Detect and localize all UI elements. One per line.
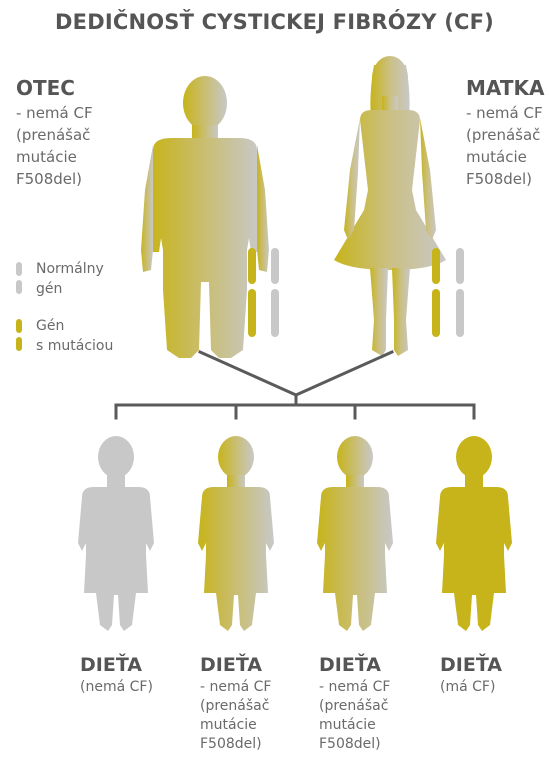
- father-label: OTEC - nemá CF (prenášač mutácie F508del…: [16, 74, 93, 190]
- child-3-line-4: F508del): [319, 735, 390, 754]
- normal-gene-icon-lower: [16, 280, 22, 294]
- child-4-line-1: (má CF): [440, 678, 502, 697]
- mutated-gene-icon-lower: [16, 337, 22, 351]
- child-1-name: DIEŤA: [80, 652, 153, 678]
- child-4-name: DIEŤA: [440, 652, 502, 678]
- child-3-line-1: - nemá CF: [319, 678, 390, 697]
- mother-line-2: (prenášač: [466, 124, 544, 146]
- mutated-gene-icon: [16, 319, 22, 333]
- father-line-3: mutácie: [16, 146, 93, 168]
- father-line-1: - nemá CF: [16, 102, 93, 124]
- child-3-line-2: (prenášač: [319, 697, 390, 716]
- child-1-line-1: (nemá CF): [80, 678, 153, 697]
- child-label-1: DIEŤA (nemá CF): [80, 652, 153, 697]
- child-3-name: DIEŤA: [319, 652, 390, 678]
- child-3-line-3: mutácie: [319, 716, 390, 735]
- child-figure-1: [78, 436, 154, 631]
- child-figure-2: [198, 436, 274, 631]
- mother-line-1: - nemá CF: [466, 102, 544, 124]
- legend-normal-text: Normálny gén: [36, 259, 104, 299]
- mother-label: MATKA - nemá CF (prenášač mutácie F508de…: [466, 74, 544, 190]
- legend-mutated-line-1: Gén: [36, 318, 64, 334]
- legend-mutated-text: Gén s mutáciou: [36, 316, 113, 356]
- child-label-2: DIEŤA - nemá CF (prenášač mutácie F508de…: [200, 652, 271, 754]
- child-2-name: DIEŤA: [200, 652, 271, 678]
- child-2-line-3: mutácie: [200, 716, 271, 735]
- mother-chromosome-pair: [432, 248, 464, 337]
- child-figure-4: [436, 436, 512, 631]
- legend-normal-gene: Normálny gén: [16, 259, 136, 299]
- inheritance-connector: [116, 352, 474, 418]
- mother-name: MATKA: [466, 74, 544, 102]
- legend-mutated-gene: Gén s mutáciou: [16, 316, 136, 356]
- mother-line-4: F508del): [466, 168, 544, 190]
- child-figure-3: [317, 436, 393, 631]
- legend-normal-line-1: Normálny: [36, 261, 104, 277]
- child-2-line-2: (prenášač: [200, 697, 271, 716]
- child-2-line-4: F508del): [200, 735, 271, 754]
- legend-mutated-line-2: s mutáciou: [36, 338, 113, 354]
- mother-line-3: mutácie: [466, 146, 544, 168]
- father-line-4: F508del): [16, 168, 93, 190]
- child-label-3: DIEŤA - nemá CF (prenášač mutácie F508de…: [319, 652, 390, 754]
- normal-gene-icon: [16, 262, 22, 276]
- legend-normal-line-2: gén: [36, 281, 62, 297]
- father-line-2: (prenášač: [16, 124, 93, 146]
- mother-figure: [334, 56, 446, 356]
- child-2-line-1: - nemá CF: [200, 678, 271, 697]
- child-label-4: DIEŤA (má CF): [440, 652, 502, 697]
- father-name: OTEC: [16, 74, 93, 102]
